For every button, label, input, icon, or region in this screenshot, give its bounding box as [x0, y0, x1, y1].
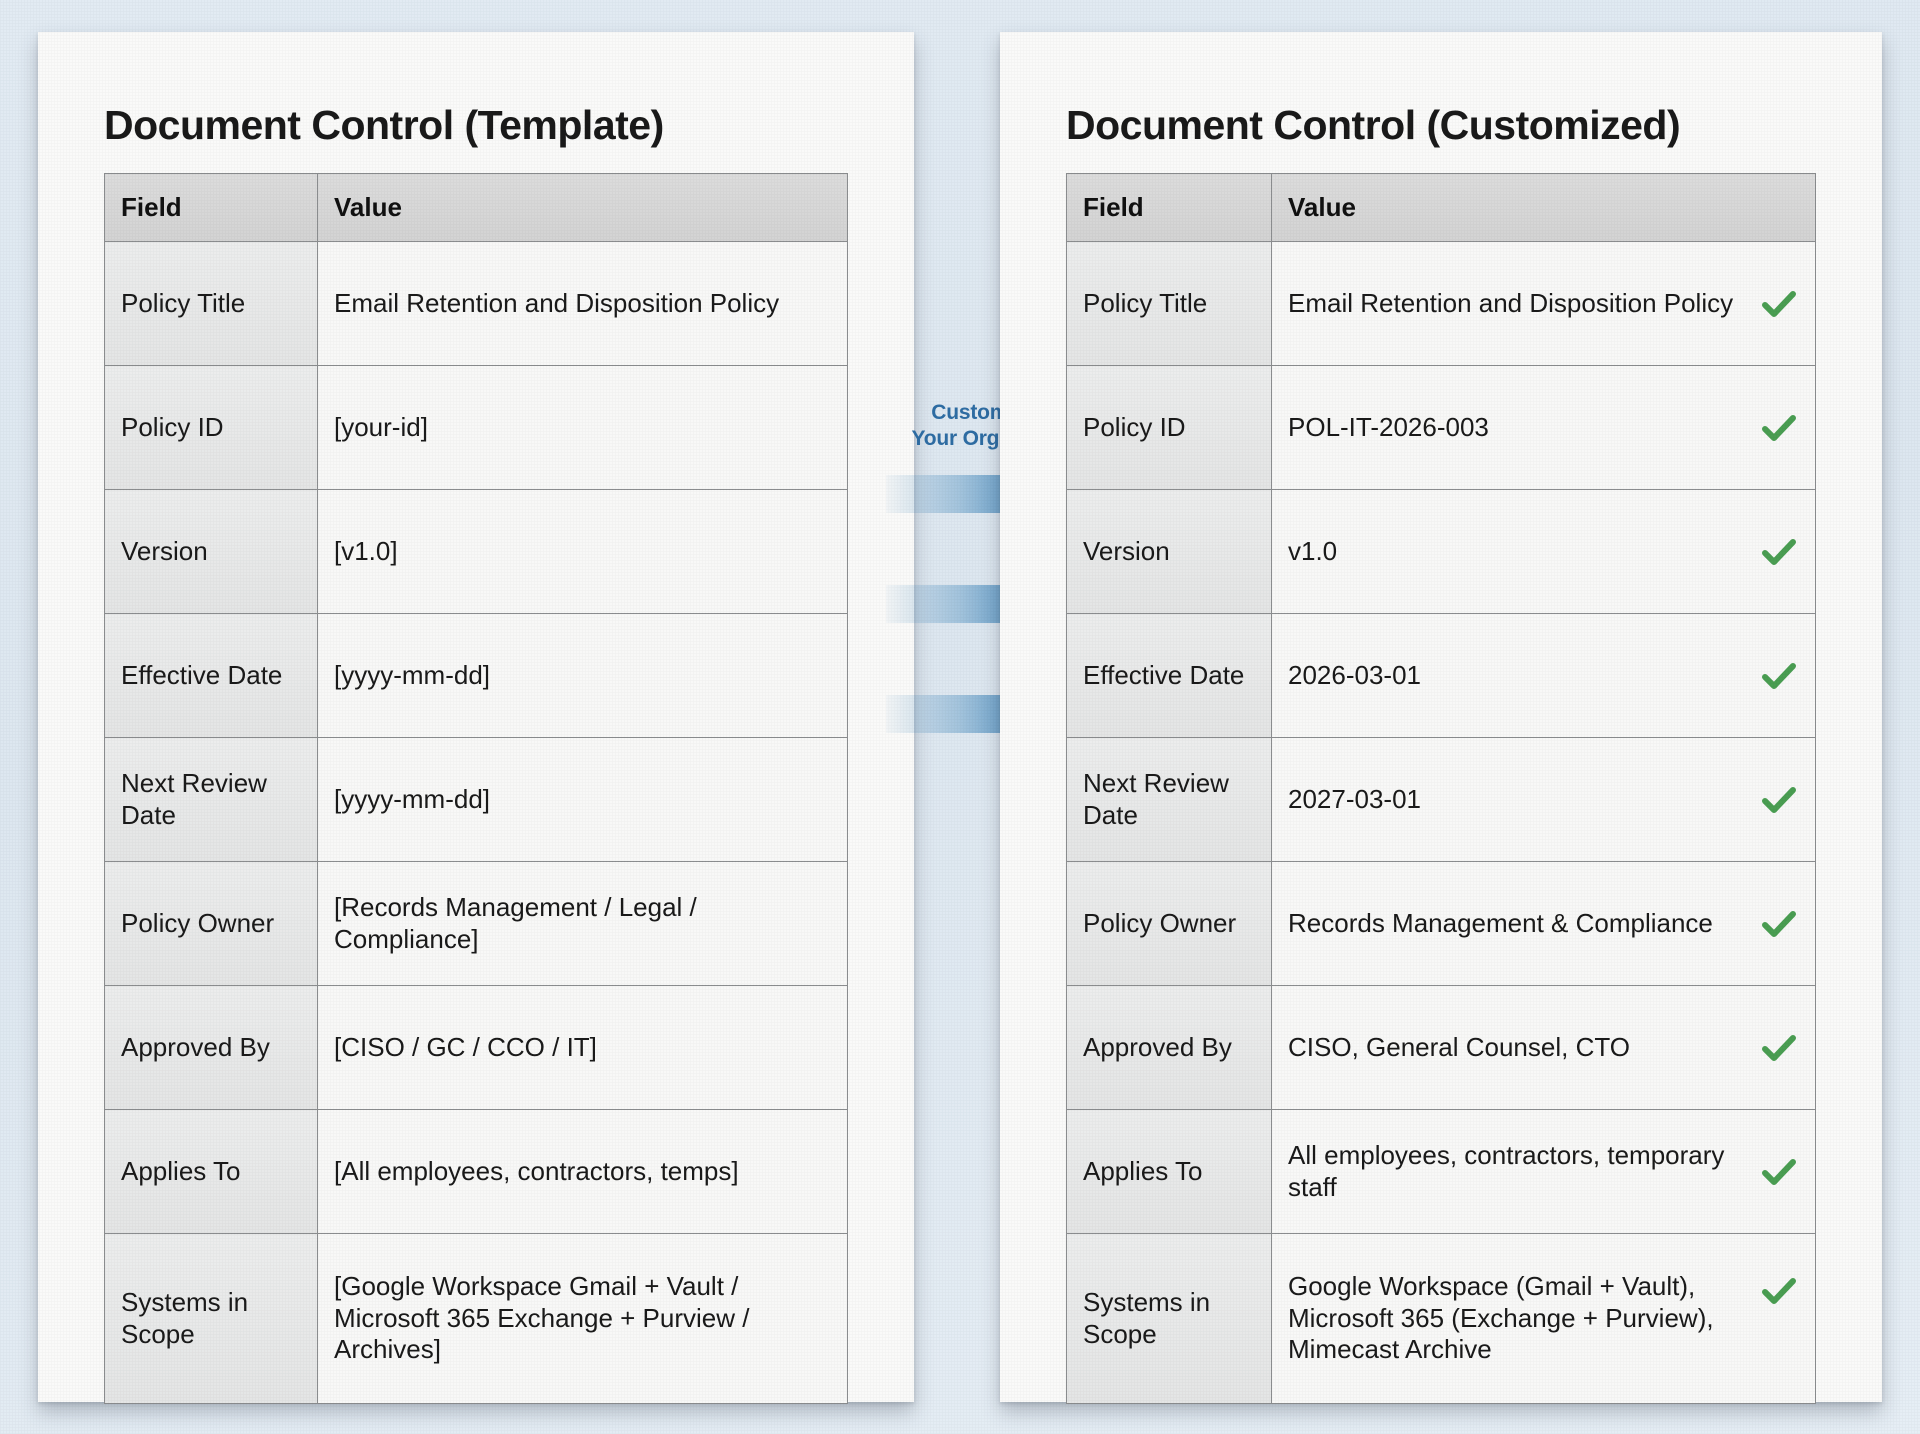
field-label: Systems in Scope [104, 1233, 318, 1404]
field-label: Policy ID [104, 365, 318, 490]
field-value-placeholder: [Records Management / Legal / Compliance… [317, 861, 848, 986]
field-value-placeholder: [yyyy-mm-dd] [317, 737, 848, 862]
field-label: Policy Owner [1066, 861, 1272, 986]
column-header-field: Field [1066, 173, 1272, 242]
checkmark-icon [1759, 1152, 1799, 1192]
customized-card: Document Control (Customized) Field Valu… [1000, 32, 1882, 1404]
field-value-placeholder: [v1.0] [317, 489, 848, 614]
table-row: Policy Title Email Retention and Disposi… [1066, 241, 1816, 366]
field-label: Policy Title [104, 241, 318, 366]
field-value-cell: Email Retention and Disposition Policy [1271, 241, 1816, 366]
column-header-value: Value [1271, 173, 1816, 242]
field-label: Approved By [1066, 985, 1272, 1110]
field-value-placeholder: [your-id] [317, 365, 848, 490]
field-value: v1.0 [1288, 535, 1338, 566]
table-row: Next Review Date 2027-03-01 [1066, 737, 1816, 862]
template-card: Document Control (Template) Field Value … [38, 32, 914, 1404]
checkmark-icon [1759, 1028, 1799, 1068]
checkmark-icon [1759, 532, 1799, 572]
table-row: Policy ID [your-id] [104, 365, 848, 490]
table-row: Systems in Scope [Google Workspace Gmail… [104, 1233, 848, 1404]
table-header-row: Field Value [1066, 173, 1816, 242]
field-label: Effective Date [1066, 613, 1272, 738]
field-label: Version [1066, 489, 1272, 614]
field-value: All employees, contractors, temporary st… [1288, 1139, 1725, 1202]
template-table: Field Value Policy Title Email Retention… [104, 173, 848, 1404]
checkmark-icon [1759, 904, 1799, 944]
field-value: 2026-03-01 [1288, 659, 1421, 690]
customized-panel-title: Document Control (Customized) [1066, 102, 1681, 148]
table-row: Policy Title Email Retention and Disposi… [104, 241, 848, 366]
table-row: Next Review Date [yyyy-mm-dd] [104, 737, 848, 862]
field-value: CISO, General Counsel, CTO [1288, 1031, 1630, 1062]
table-row: Policy Owner Records Management & Compli… [1066, 861, 1816, 986]
table-row: Version [v1.0] [104, 489, 848, 614]
table-row: Policy ID POL-IT-2026-003 [1066, 365, 1816, 490]
field-label: Next Review Date [104, 737, 318, 862]
field-label: Applies To [104, 1109, 318, 1234]
field-label: Policy Title [1066, 241, 1272, 366]
field-value-placeholder: [CISO / GC / CCO / IT] [317, 985, 848, 1110]
field-value-cell: v1.0 [1271, 489, 1816, 614]
field-value-cell: POL-IT-2026-003 [1271, 365, 1816, 490]
table-row: Version v1.0 [1066, 489, 1816, 614]
table-row: Systems in Scope Google Workspace (Gmail… [1066, 1233, 1816, 1404]
field-label: Approved By [104, 985, 318, 1110]
field-value-cell: 2027-03-01 [1271, 737, 1816, 862]
field-value-placeholder: [yyyy-mm-dd] [317, 613, 848, 738]
field-value-cell: Records Management & Compliance [1271, 861, 1816, 986]
field-label: Applies To [1066, 1109, 1272, 1234]
checkmark-icon [1759, 656, 1799, 696]
field-label: Version [104, 489, 318, 614]
table-row: Approved By [CISO / GC / CCO / IT] [104, 985, 848, 1110]
field-value: Email Retention and Disposition Policy [1288, 287, 1734, 318]
table-row: Applies To [All employees, contractors, … [104, 1109, 848, 1234]
field-label: Policy ID [1066, 365, 1272, 490]
checkmark-icon [1759, 1271, 1799, 1311]
table-row: Policy Owner [Records Management / Legal… [104, 861, 848, 986]
field-value-cell: CISO, General Counsel, CTO [1271, 985, 1816, 1110]
field-value: POL-IT-2026-003 [1288, 411, 1489, 442]
field-value-cell: 2026-03-01 [1271, 613, 1816, 738]
table-header-row: Field Value [104, 173, 848, 242]
field-value: Records Management & Compliance [1288, 907, 1713, 938]
field-value-placeholder: [All employees, contractors, temps] [317, 1109, 848, 1234]
table-row: Applies To All employees, contractors, t… [1066, 1109, 1816, 1234]
customized-table: Field Value Policy Title Email Retention… [1066, 173, 1816, 1404]
table-row: Effective Date [yyyy-mm-dd] [104, 613, 848, 738]
field-value: 2027-03-01 [1288, 783, 1421, 814]
field-label: Effective Date [104, 613, 318, 738]
column-header-field: Field [104, 173, 318, 242]
table-row: Effective Date 2026-03-01 [1066, 613, 1816, 738]
field-label: Policy Owner [104, 861, 318, 986]
field-value-cell: Google Workspace (Gmail + Vault), Micros… [1271, 1233, 1816, 1404]
column-header-value: Value [317, 173, 848, 242]
field-label: Next Review Date [1066, 737, 1272, 862]
checkmark-icon [1759, 284, 1799, 324]
field-value: Email Retention and Disposition Policy [317, 241, 848, 366]
checkmark-icon [1759, 408, 1799, 448]
field-label: Systems in Scope [1066, 1233, 1272, 1404]
field-value: Google Workspace (Gmail + Vault), Micros… [1288, 1270, 1714, 1365]
field-value-placeholder: [Google Workspace Gmail + Vault / Micros… [317, 1233, 848, 1404]
template-panel-title: Document Control (Template) [104, 102, 664, 148]
checkmark-icon [1759, 780, 1799, 820]
field-value-cell: All employees, contractors, temporary st… [1271, 1109, 1816, 1234]
table-row: Approved By CISO, General Counsel, CTO [1066, 985, 1816, 1110]
